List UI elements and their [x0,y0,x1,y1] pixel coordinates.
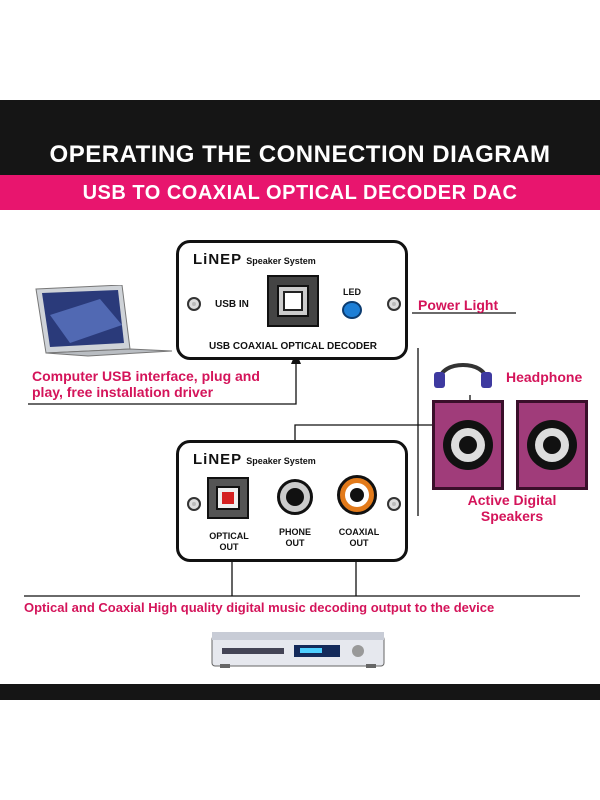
phone-out-port[interactable] [277,479,313,515]
optical-out-label: OPTICAL OUT [209,531,249,552]
led-label: LED [343,287,361,297]
speaker-right-icon [516,400,588,490]
usb-in-label: USB IN [215,299,249,310]
optical-out-port[interactable] [207,477,249,519]
speakers-callout: Active Digital Speakers [467,492,557,524]
screw-left [187,297,201,311]
speaker-left-icon [432,400,504,490]
coaxial-out-port[interactable] [337,475,377,515]
phone-out-label: PHONE OUT [278,527,311,548]
screw-right [387,297,401,311]
screw-left [187,497,201,511]
usb-b-port[interactable] [267,275,319,327]
laptop-icon [35,285,173,357]
power-light-callout: Power Light [418,297,499,313]
coaxial-out-label: COAXIAL OUT [338,527,380,548]
page-subtitle: USB TO COAXIAL OPTICAL DECODER DAC [82,182,518,204]
headphone-icon [434,363,492,388]
led-indicator [342,301,362,319]
footer-band [0,684,600,700]
dvd-player-icon [211,632,385,668]
subtitle-band [0,175,600,210]
screw-right [387,497,401,511]
headphone-callout: Headphone [506,369,583,385]
output-callout: Optical and Coaxial High quality digital… [24,600,495,615]
decoder-title: USB COAXIAL OPTICAL DECODER [209,341,377,352]
page-title: OPERATING THE CONNECTION DIAGRAM [49,141,551,168]
computer-usb-callout: Computer USB interface, plug and play, f… [32,368,260,400]
header-band [0,100,600,175]
